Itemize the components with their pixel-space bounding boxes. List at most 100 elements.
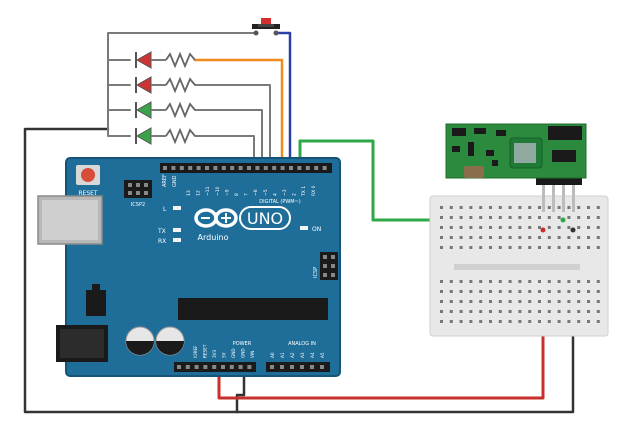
breadboard-hole	[587, 246, 590, 249]
breadboard-hole	[479, 246, 483, 249]
ground-wire-board	[235, 368, 246, 414]
breadboard-hole	[587, 216, 590, 219]
gnd-label: GND	[172, 175, 178, 187]
breadboard-hole	[469, 320, 473, 323]
header-pin	[194, 365, 199, 369]
header-pin	[196, 166, 201, 170]
breadboard-hole	[577, 280, 581, 283]
rf-receiver-module	[445, 123, 587, 212]
reset-label: RESET	[78, 190, 98, 197]
breadboard-hole	[577, 290, 581, 293]
digital-pin-label: 12	[196, 190, 202, 196]
breadboard-hole	[440, 310, 443, 313]
breadboard-hole	[528, 290, 532, 293]
breadboard-hole	[596, 206, 600, 209]
breadboard-hole	[518, 320, 522, 323]
breadboard-hole	[508, 290, 512, 293]
breadboard-hole	[479, 290, 483, 293]
black-wire-end	[570, 227, 576, 233]
breadboard-hole	[469, 300, 473, 303]
breadboard-hole	[538, 226, 541, 229]
led-wire-3	[194, 84, 271, 166]
breadboard-hole	[547, 246, 551, 249]
led-green-2	[135, 127, 152, 145]
analog-pin-label: A3	[300, 352, 305, 358]
breadboard-hole	[508, 280, 512, 283]
green-wire-end	[560, 217, 566, 223]
breadboard-hole	[489, 300, 492, 303]
header-pin	[320, 365, 324, 369]
header-pin	[188, 166, 193, 170]
digital-pin-label: 4	[272, 193, 278, 196]
rx-label: RX	[158, 238, 166, 245]
digital-pin-label: ~3	[282, 189, 288, 196]
breadboard-hole	[528, 216, 532, 219]
voltage-regulator	[86, 290, 106, 316]
breadboard-hole	[489, 246, 492, 249]
power-pin-label: GND	[231, 348, 236, 358]
breadboard-hole	[518, 310, 522, 313]
breadboard-hole	[557, 236, 561, 239]
ground-wire-loop	[23, 127, 575, 414]
icsp-label: ICSP	[313, 267, 319, 278]
breadboard-hole	[498, 216, 502, 219]
resistor-4	[165, 127, 196, 145]
breadboard-hole	[518, 206, 522, 209]
breadboard-hole	[587, 226, 590, 229]
breadboard-hole	[508, 320, 512, 323]
breadboard-hole	[567, 226, 571, 229]
capacitor-1	[125, 326, 155, 356]
analog-header	[266, 362, 330, 372]
tx-indicator	[173, 228, 181, 232]
breadboard-hole	[587, 206, 590, 209]
header-pin	[238, 365, 243, 369]
breadboard-hole	[498, 206, 502, 209]
breadboard-hole	[518, 290, 522, 293]
breadboard-hole	[498, 300, 502, 303]
breadboard-hole	[469, 226, 473, 229]
l-label: L	[163, 206, 167, 213]
breadboard-hole	[528, 280, 532, 283]
icsp-header: ICSP	[313, 252, 338, 280]
led-row	[135, 51, 196, 69]
breadboard-hole	[459, 246, 463, 249]
breadboard-hole	[449, 236, 453, 239]
uno-label: UNO	[247, 209, 283, 228]
breadboard-hole	[528, 320, 532, 323]
breadboard-hole	[547, 280, 551, 283]
header-pin	[280, 166, 285, 170]
power-label: POWER	[233, 341, 252, 347]
breadboard-hole	[498, 226, 502, 229]
breadboard-hole	[440, 320, 443, 323]
breadboard-hole	[538, 236, 541, 239]
breadboard-hole	[596, 226, 600, 229]
breadboard-hole	[567, 310, 571, 313]
led-common-wire	[107, 32, 257, 137]
breadboard-hole	[449, 310, 453, 313]
header-pin	[163, 166, 167, 170]
analog-pin-label: A1	[280, 352, 285, 358]
breadboard-hole	[459, 226, 463, 229]
header-pin	[290, 365, 294, 369]
breadboard-hole	[557, 246, 561, 249]
analog-pin-label: A5	[320, 352, 325, 358]
power-pin-label: RESET	[203, 344, 208, 358]
breadboard-hole	[459, 280, 463, 283]
header-pin	[205, 166, 209, 170]
breadboard-hole	[547, 310, 551, 313]
analog-pin-label: A2	[290, 352, 295, 358]
digital-pin-label: ~10	[215, 186, 221, 196]
power-pin-label: 3V3	[212, 349, 217, 358]
breadboard-hole	[489, 206, 492, 209]
led-wire-orange	[193, 58, 284, 167]
breadboard-hole	[587, 236, 590, 239]
breadboard-hole	[508, 300, 512, 303]
breadboard-hole	[440, 300, 443, 303]
power-pin-label: VIN	[250, 351, 255, 358]
header-pin	[171, 166, 176, 170]
header-pin	[212, 365, 217, 369]
breadboard-hole	[577, 300, 581, 303]
breadboard-hole	[596, 216, 600, 219]
